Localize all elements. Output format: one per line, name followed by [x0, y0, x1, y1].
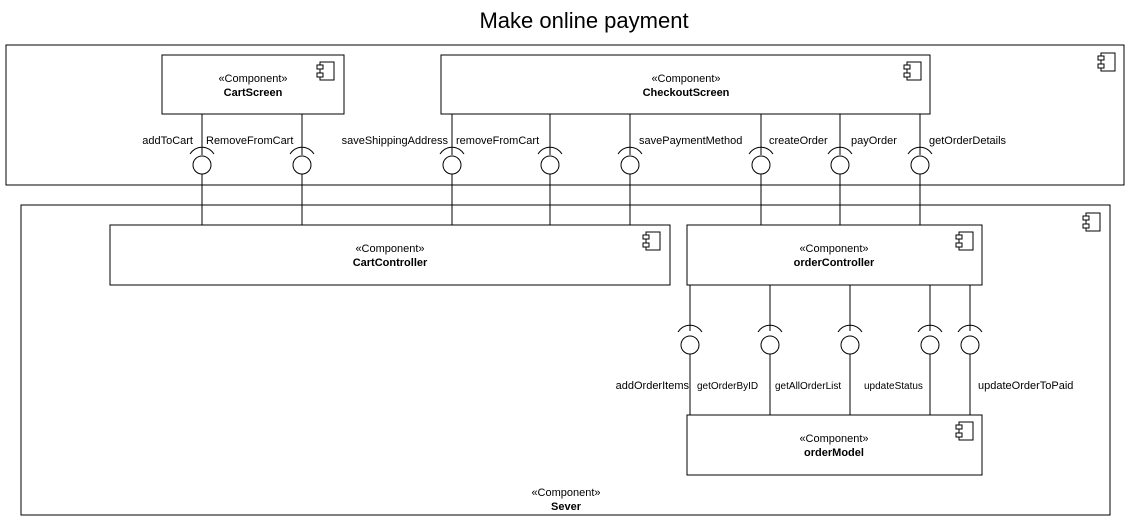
interface-label: updateOrderToPaid	[978, 380, 1073, 392]
cart-controller-component	[109, 224, 671, 286]
cart-controller-name: CartController	[353, 257, 428, 269]
interface-label: getOrderDetails	[929, 135, 1007, 147]
order-model-component	[686, 414, 983, 476]
interface-getOrderDetails: getOrderDetails	[907, 114, 1007, 225]
interface-saveShippingAddress: saveShippingAddress	[342, 114, 465, 225]
order-controller-name: orderController	[794, 257, 875, 269]
server-component-icon	[1082, 212, 1101, 232]
interface-label: saveShippingAddress	[342, 135, 449, 147]
interface-removeFromCart: removeFromCart	[456, 114, 563, 225]
cart-controller-stereotype: «Component»	[355, 243, 424, 255]
cart-screen-icon	[316, 61, 335, 81]
interface-getOrderByID: getOrderByID	[697, 285, 783, 415]
cart-screen-stereotype: «Component»	[218, 73, 287, 85]
checkout-screen-component	[440, 54, 931, 115]
interface-savePaymentMethod: savePaymentMethod	[617, 114, 742, 225]
cart-controller-icon	[642, 231, 661, 251]
diagram-title: Make online payment	[479, 8, 688, 33]
order-controller-stereotype: «Component»	[799, 243, 868, 255]
interface-createOrder: createOrder	[748, 114, 828, 225]
interface-updateOrderToPaid: updateOrderToPaid	[957, 285, 1073, 415]
interface-label: savePaymentMethod	[639, 135, 742, 147]
interface-RemoveFromCart: RemoveFromCart	[206, 114, 315, 225]
interface-addOrderItems: addOrderItems	[616, 285, 703, 415]
checkout-screen-icon	[903, 61, 922, 81]
order-model-stereotype: «Component»	[799, 433, 868, 445]
cart-screen-component	[161, 54, 345, 115]
interface-label: payOrder	[851, 135, 897, 147]
interface-label: removeFromCart	[456, 135, 539, 147]
interface-getAllOrderList: getAllOrderList	[775, 285, 863, 415]
interface-label: updateStatus	[864, 381, 923, 392]
order-model-icon	[955, 421, 974, 441]
interface-payOrder: payOrder	[827, 114, 897, 225]
server-name: Sever	[551, 501, 582, 513]
cart-screen-name: CartScreen	[224, 87, 283, 99]
interface-label: RemoveFromCart	[206, 135, 293, 147]
checkout-screen-name: CheckoutScreen	[643, 87, 730, 99]
order-controller-component	[686, 224, 983, 286]
interface-label: addOrderItems	[616, 380, 690, 392]
interface-label: createOrder	[769, 135, 828, 147]
server-stereotype: «Component»	[531, 487, 600, 499]
order-model-name: orderModel	[804, 447, 864, 459]
interface-label: addToCart	[142, 135, 193, 147]
checkout-screen-stereotype: «Component»	[651, 73, 720, 85]
interface-label: getAllOrderList	[775, 381, 841, 392]
interface-label: getOrderByID	[697, 381, 758, 392]
interface-updateStatus: updateStatus	[864, 285, 943, 415]
order-controller-icon	[955, 231, 974, 251]
client-component-icon	[1097, 52, 1116, 72]
interface-addToCart: addToCart	[142, 114, 215, 225]
